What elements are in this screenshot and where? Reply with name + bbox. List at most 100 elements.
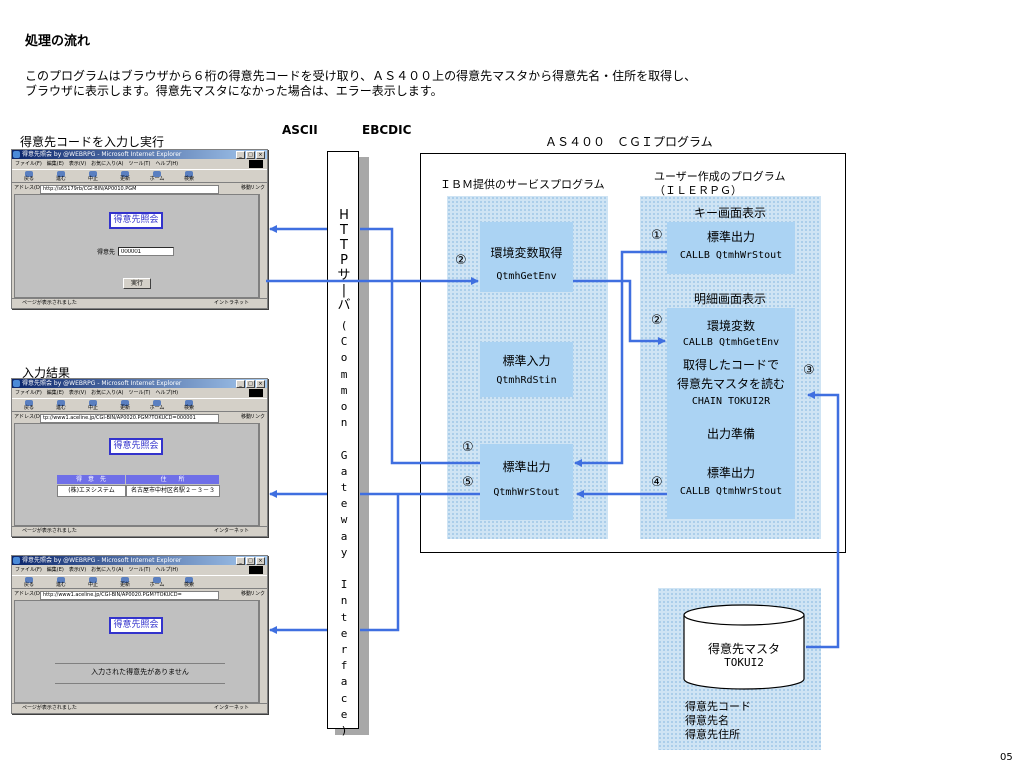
menu-bar[interactable]: ファイル(F) 編集(E) 表示(V) お気に入り(A) ツール(T) ヘルプ(… bbox=[12, 389, 267, 397]
search-button[interactable]: 検索 bbox=[178, 170, 200, 182]
maximize-icon[interactable]: □ bbox=[246, 151, 255, 159]
key-output-call: CALLB QtmhWrStout bbox=[679, 250, 783, 261]
home-button[interactable]: ホーム bbox=[146, 576, 168, 588]
customer-code-input[interactable] bbox=[118, 247, 174, 256]
home-button[interactable]: ホーム bbox=[146, 399, 168, 411]
read-line-2: 得意先マスタを読む bbox=[676, 377, 785, 391]
page-number: 05 bbox=[1000, 752, 1013, 763]
window-title: 得意先照会 by @WEBRPG - Microsoft Internet Ex… bbox=[22, 151, 182, 158]
refresh-button[interactable]: 更新 bbox=[114, 170, 136, 182]
back-button[interactable]: 戻る bbox=[18, 399, 40, 411]
page-heading: 得意先照会 bbox=[109, 212, 163, 229]
back-button[interactable]: 戻る bbox=[18, 170, 40, 182]
browser-window-result: 得意先照会 by @WEBRPG - Microsoft Internet Ex… bbox=[11, 378, 268, 537]
status-bar: ページが表示されましたインターネット bbox=[12, 703, 267, 713]
address-label: アドレス(D) bbox=[14, 185, 42, 191]
go-button[interactable]: 移動 bbox=[240, 185, 251, 191]
address-input[interactable]: http://www1.aceline.jp/CGI-BIN/AP0020.PG… bbox=[40, 591, 219, 600]
maximize-icon[interactable]: □ bbox=[246, 380, 255, 388]
forward-button[interactable]: 進む bbox=[50, 399, 72, 411]
close-icon[interactable]: × bbox=[256, 151, 265, 159]
close-icon[interactable]: × bbox=[256, 380, 265, 388]
home-button[interactable]: ホーム bbox=[146, 170, 168, 182]
execute-button[interactable]: 実行 bbox=[123, 278, 151, 289]
close-icon[interactable]: × bbox=[256, 557, 265, 565]
address-bar: アドレス(D) tp://www1.aceline.jp/CGI-BIN/AP0… bbox=[12, 413, 267, 423]
scrollbar[interactable] bbox=[259, 194, 266, 298]
maximize-icon[interactable]: □ bbox=[246, 557, 255, 565]
home-icon bbox=[153, 171, 161, 177]
stop-icon bbox=[89, 400, 97, 406]
window-titlebar: 得意先照会 by @WEBRPG - Microsoft Internet Ex… bbox=[12, 556, 267, 565]
cgi-char: a bbox=[340, 675, 348, 689]
stop-button[interactable]: 中止 bbox=[82, 399, 104, 411]
browser-window-error: 得意先照会 by @WEBRPG - Microsoft Internet Ex… bbox=[11, 555, 268, 714]
label-ibm-services: ＩＢＭ提供のサービスプログラム bbox=[440, 178, 605, 191]
forward-icon bbox=[57, 577, 65, 583]
result-header-customer: 得 意 先 bbox=[57, 475, 125, 484]
go-button[interactable]: 移動 bbox=[240, 591, 251, 597]
output-call: CALLB QtmhWrStout bbox=[679, 486, 783, 497]
windows-logo bbox=[249, 389, 263, 397]
rdstin-box: 標準入力 QtmhRdStin bbox=[480, 342, 573, 397]
search-button[interactable]: 検索 bbox=[178, 576, 200, 588]
cgi-char: e bbox=[340, 626, 348, 640]
cgi-char: y bbox=[340, 545, 348, 559]
forward-button[interactable]: 進む bbox=[50, 170, 72, 182]
search-button[interactable]: 検索 bbox=[178, 399, 200, 411]
minimize-icon[interactable]: _ bbox=[236, 151, 245, 159]
http-server-char: T bbox=[340, 223, 348, 238]
windows-logo bbox=[249, 566, 263, 574]
database-name: 得意先マスタ bbox=[707, 642, 780, 656]
links-button[interactable]: リンク bbox=[249, 414, 265, 420]
scrollbar[interactable] bbox=[259, 423, 266, 526]
stop-button[interactable]: 中止 bbox=[82, 576, 104, 588]
key-output-title: 標準出力 bbox=[706, 230, 755, 244]
rule-top bbox=[55, 663, 225, 664]
refresh-button[interactable]: 更新 bbox=[114, 576, 136, 588]
stop-button[interactable]: 中止 bbox=[82, 170, 104, 182]
back-icon bbox=[25, 577, 33, 583]
cgi-char: t bbox=[340, 481, 348, 495]
cgi-char: ( bbox=[340, 319, 348, 332]
wrstout-box: 標準出力 QtmhWrStout bbox=[480, 444, 573, 520]
address-input[interactable]: tp://www1.aceline.jp/CGI-BIN/AP0020.PGM?… bbox=[40, 414, 219, 423]
minimize-icon[interactable]: _ bbox=[236, 380, 245, 388]
cgi-char: m bbox=[340, 383, 348, 397]
window-title: 得意先照会 by @WEBRPG - Microsoft Internet Ex… bbox=[22, 380, 182, 387]
go-button[interactable]: 移動 bbox=[240, 414, 251, 420]
forward-button[interactable]: 進む bbox=[50, 576, 72, 588]
window-title: 得意先照会 by @WEBRPG - Microsoft Internet Ex… bbox=[22, 557, 182, 564]
rdstin-api: QtmhRdStin bbox=[496, 375, 557, 386]
label-ascii: ASCII bbox=[282, 123, 318, 137]
arrow-branch-vertical bbox=[360, 494, 400, 632]
env-title: 環境変数 bbox=[706, 319, 755, 333]
refresh-button[interactable]: 更新 bbox=[114, 399, 136, 411]
http-server-char: T bbox=[340, 238, 348, 253]
menu-bar[interactable]: ファイル(F) 編集(E) 表示(V) お気に入り(A) ツール(T) ヘルプ(… bbox=[12, 160, 267, 168]
ie-icon bbox=[13, 557, 20, 564]
ie-icon bbox=[13, 380, 20, 387]
result-header-address: 住 所 bbox=[126, 475, 219, 484]
cgi-char: ) bbox=[340, 724, 348, 738]
page-heading: 得意先照会 bbox=[109, 617, 163, 634]
links-button[interactable]: リンク bbox=[249, 591, 265, 597]
refresh-icon bbox=[121, 577, 129, 583]
arrow-getenv-to-user bbox=[573, 279, 666, 345]
rule-bottom bbox=[55, 683, 225, 684]
database-field-address: 得意先住所 bbox=[685, 728, 740, 741]
minimize-icon[interactable]: _ bbox=[236, 557, 245, 565]
as400-frame bbox=[420, 153, 846, 553]
menu-bar[interactable]: ファイル(F) 編集(E) 表示(V) お気に入り(A) ツール(T) ヘルプ(… bbox=[12, 566, 267, 574]
zone-label: イントラネット bbox=[213, 300, 249, 306]
step-2-ibm: ② bbox=[455, 253, 467, 268]
links-button[interactable]: リンク bbox=[249, 185, 265, 191]
address-label: アドレス(D) bbox=[14, 414, 42, 420]
status-bar: ページが表示されましたイントラネット bbox=[12, 298, 267, 308]
scrollbar[interactable] bbox=[259, 600, 266, 703]
arrow-stdout-to-http bbox=[360, 227, 480, 465]
back-button[interactable]: 戻る bbox=[18, 576, 40, 588]
http-server-char: | bbox=[341, 283, 347, 298]
address-input[interactable]: http://s65179rb/CGI-BIN/AP0010.PGM bbox=[40, 185, 219, 194]
